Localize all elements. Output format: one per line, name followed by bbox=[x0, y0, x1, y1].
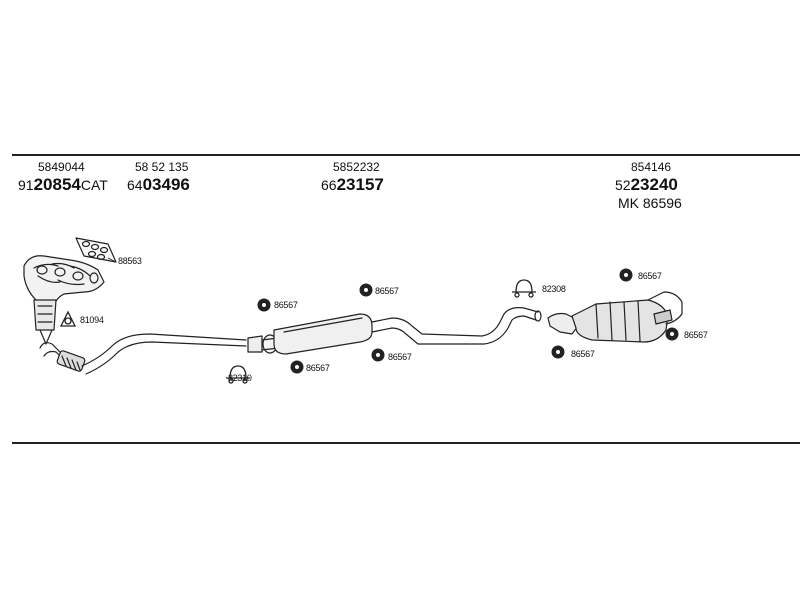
rear-silencer-part-number: 5223240 bbox=[615, 175, 678, 194]
manifold-catalytic-converter bbox=[23, 255, 105, 345]
callout-clamp-rear: 82308 bbox=[542, 284, 566, 294]
callout-mount-middle-top: 86567 bbox=[375, 286, 399, 296]
callout-sealing-ring: 81094 bbox=[80, 315, 104, 325]
rubber-mount-icon bbox=[619, 268, 633, 282]
rear-silencer-ref: 854146 bbox=[631, 160, 672, 174]
gasket-icon bbox=[75, 237, 117, 263]
rubber-mount-icon bbox=[359, 283, 373, 297]
front-pipe bbox=[39, 333, 247, 375]
callout-mount-rear-bottom: 86567 bbox=[571, 349, 595, 359]
mounting-kit-number: MK 86596 bbox=[618, 195, 682, 211]
rubber-mount-icon bbox=[290, 360, 304, 374]
callout-mount-front: 86567 bbox=[274, 300, 298, 310]
callout-mount-rear-top: 86567 bbox=[638, 271, 662, 281]
front-pipe-part-number: 6403496 bbox=[127, 175, 190, 194]
clamp-icon bbox=[226, 365, 250, 384]
middle-silencer-ref: 5852232 bbox=[333, 160, 380, 174]
rear-silencer bbox=[547, 291, 683, 343]
bottom-rule bbox=[12, 442, 800, 444]
rubber-mount-icon bbox=[551, 345, 565, 359]
manifold-ref: 5849044 bbox=[38, 160, 85, 174]
middle-silencer-part-number: 6623157 bbox=[321, 175, 384, 194]
callout-mount-lower: 86567 bbox=[306, 363, 330, 373]
clamp-icon bbox=[512, 279, 536, 298]
callout-mount-rear-right: 86567 bbox=[684, 330, 708, 340]
rubber-mount-icon bbox=[257, 298, 271, 312]
front-pipe-ref: 58 52 135 bbox=[135, 160, 189, 174]
sealing-ring-icon bbox=[59, 310, 77, 327]
manifold-part-number: 9120854CAT bbox=[18, 175, 108, 194]
middle-silencer bbox=[247, 307, 542, 355]
callout-gasket: 88563 bbox=[118, 256, 142, 266]
rubber-mount-icon bbox=[371, 348, 385, 362]
callout-mount-middle-bottom: 86567 bbox=[388, 352, 412, 362]
top-rule bbox=[12, 154, 800, 156]
rubber-mount-icon bbox=[665, 327, 679, 341]
callout-clamp-front: 82310 bbox=[228, 373, 252, 383]
